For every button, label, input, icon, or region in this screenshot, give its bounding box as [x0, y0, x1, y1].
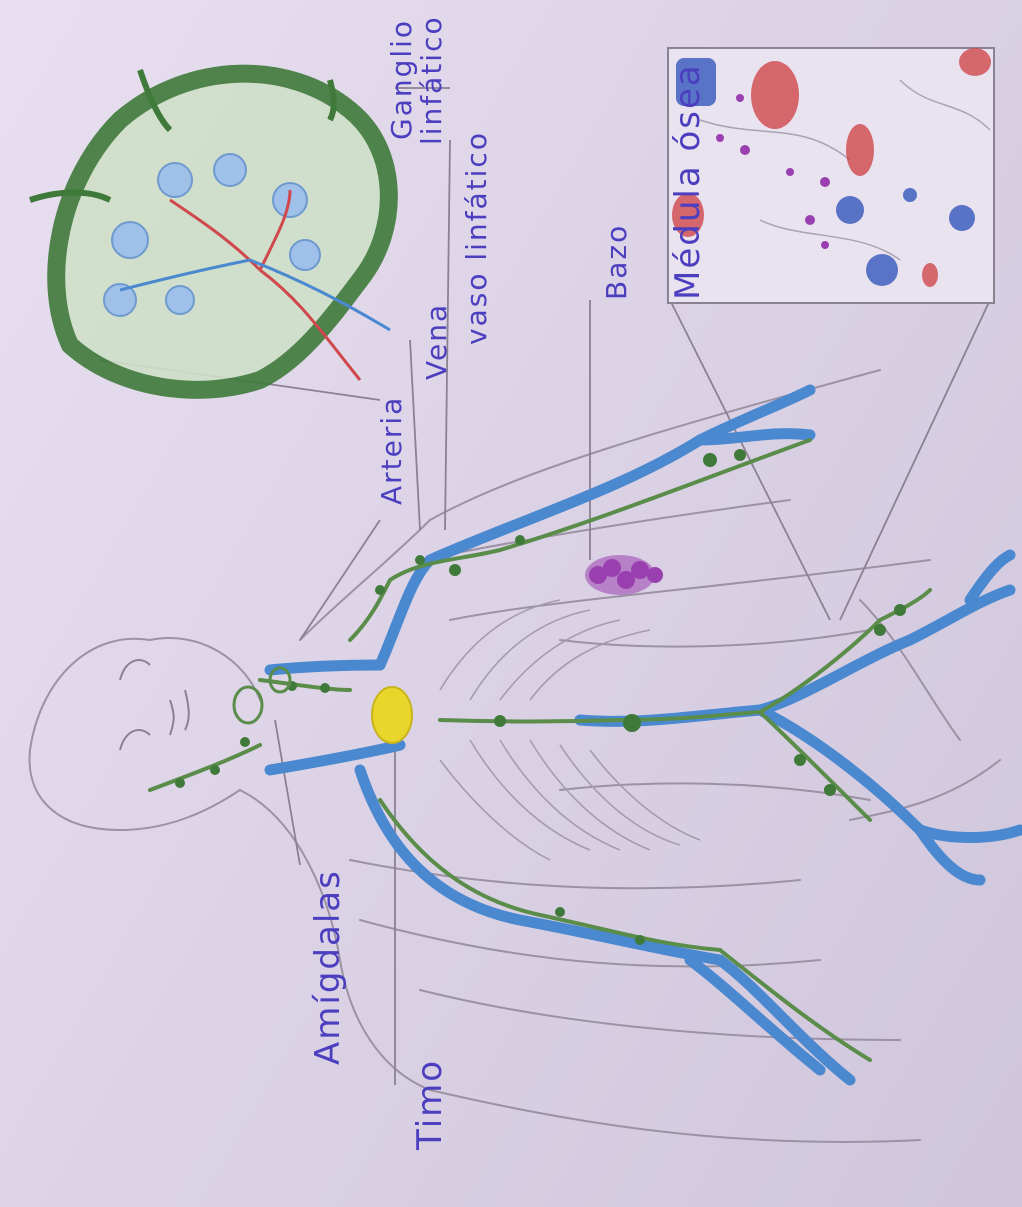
spleen: [585, 555, 663, 595]
lymph-node-section: [30, 70, 390, 390]
ribcage: [440, 600, 700, 860]
thymus: [372, 687, 412, 743]
face: [120, 660, 189, 750]
label-vena: Vena: [420, 303, 453, 380]
label-amigdalas: Amígdalas: [308, 869, 348, 1065]
label-vaso-linfatico: vaso linfático: [460, 131, 493, 345]
tonsils: [234, 668, 290, 723]
body-outline: [30, 370, 1000, 1142]
label-arteria: Arteria: [375, 396, 408, 505]
label-linfatico: linfático: [415, 15, 448, 145]
label-medula-osea: Médula ósea: [668, 63, 708, 300]
lymph-vessels: [150, 440, 930, 1060]
label-timo: Timo: [410, 1059, 450, 1150]
bone-marrow-section: [668, 48, 994, 303]
label-ganglio: Ganglio: [385, 19, 418, 140]
label-bazo: Bazo: [600, 224, 633, 300]
